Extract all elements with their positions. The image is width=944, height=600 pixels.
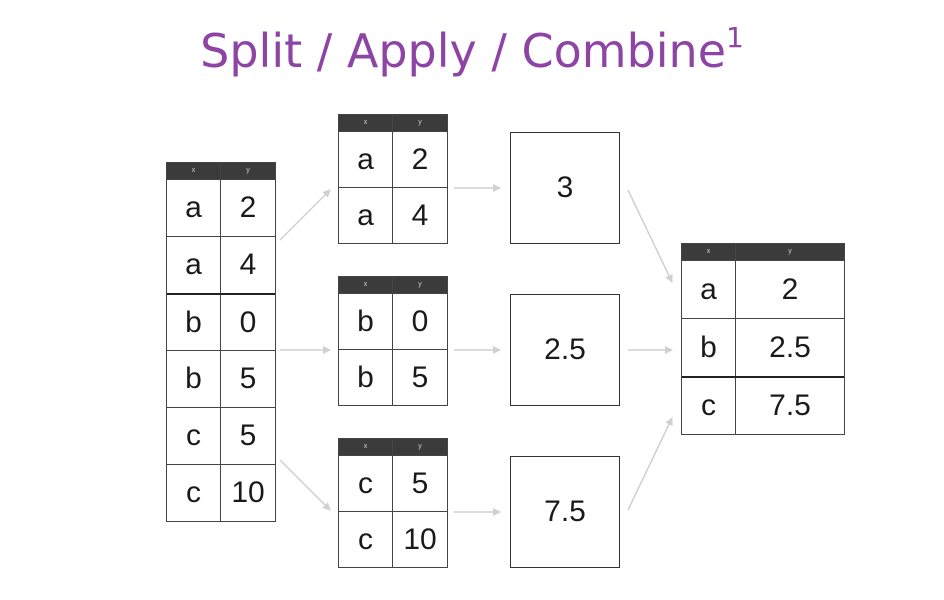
table-row: c 5	[167, 407, 275, 464]
key-cell: a	[339, 132, 393, 187]
page-title: Split / Apply / Combine1	[0, 21, 944, 79]
input-table: x y a 2 a 4 b 0 b 5 c 5 c 10	[166, 162, 276, 522]
arrow-split-a	[279, 189, 331, 241]
key-cell: b	[339, 294, 393, 349]
table-row: b 5	[339, 349, 447, 405]
split-table-a: x y a 2 a 4	[338, 114, 448, 244]
split-table-c: x y c 5 c 10	[338, 438, 448, 568]
apply-result-c: 7.5	[510, 456, 620, 568]
key-cell: b	[682, 319, 736, 376]
table-header: x y	[167, 163, 275, 179]
table-row: a 2	[167, 179, 275, 236]
key-cell: a	[167, 237, 221, 293]
key-cell: c	[339, 512, 393, 567]
key-cell: c	[167, 408, 221, 464]
header-y: y	[788, 248, 792, 255]
title-text: Split / Apply / Combine	[200, 24, 727, 78]
key-cell: a	[682, 261, 736, 318]
table-row: b 0	[167, 293, 275, 350]
table-row: a 2	[339, 131, 447, 187]
value-cell: 0	[239, 305, 257, 339]
table-row: b 0	[339, 293, 447, 349]
value-cell: 2.5	[769, 330, 811, 364]
table-header: x y	[339, 439, 447, 455]
key-cell: a	[167, 180, 221, 236]
value-cell: 2	[239, 191, 257, 224]
key-cell: b	[167, 295, 221, 350]
value-cell: 7.5	[769, 389, 811, 422]
value-cell: 5	[239, 362, 257, 395]
table-row: a 4	[167, 236, 275, 293]
value-cell: 5	[411, 466, 429, 500]
apply-result-b: 2.5	[510, 294, 620, 406]
arrow-combine-c	[627, 417, 673, 511]
header-y: y	[418, 281, 422, 288]
table-row: a 2	[682, 260, 844, 318]
value-cell: 10	[403, 522, 437, 556]
value-cell: 5	[239, 419, 257, 452]
header-y: y	[418, 443, 422, 450]
table-header: x y	[339, 115, 447, 131]
value-cell: 4	[239, 248, 257, 281]
header-x: x	[339, 277, 393, 293]
header-x: x	[682, 244, 736, 260]
value-cell: 0	[411, 304, 429, 338]
split-table-b: x y b 0 b 5	[338, 276, 448, 406]
header-y: y	[246, 167, 250, 174]
arrow-combine-a	[627, 189, 673, 283]
table-row: c 7.5	[682, 376, 844, 434]
key-cell: c	[339, 456, 393, 511]
title-footnote-mark: 1	[726, 21, 744, 54]
key-cell: c	[167, 465, 221, 521]
table-row: b 5	[167, 350, 275, 407]
value-cell: 2	[781, 272, 799, 306]
value-cell: 10	[231, 476, 265, 509]
value-cell: 4	[411, 198, 429, 232]
table-header: x y	[682, 244, 844, 260]
apply-result-a: 3	[510, 132, 620, 244]
key-cell: a	[339, 188, 393, 243]
header-x: x	[167, 163, 221, 179]
header-y: y	[418, 119, 422, 126]
value-cell: 5	[411, 360, 429, 394]
key-cell: b	[339, 350, 393, 405]
table-row: a 4	[339, 187, 447, 243]
header-x: x	[339, 439, 393, 455]
table-row: c 10	[167, 464, 275, 521]
table-row: c 5	[339, 455, 447, 511]
table-row: c 10	[339, 511, 447, 567]
key-cell: b	[167, 351, 221, 407]
table-row: b 2.5	[682, 318, 844, 376]
combined-table: x y a 2 b 2.5 c 7.5	[681, 243, 845, 435]
arrow-split-c	[279, 459, 331, 511]
header-x: x	[339, 115, 393, 131]
table-header: x y	[339, 277, 447, 293]
key-cell: c	[682, 378, 736, 434]
value-cell: 2	[411, 142, 429, 176]
